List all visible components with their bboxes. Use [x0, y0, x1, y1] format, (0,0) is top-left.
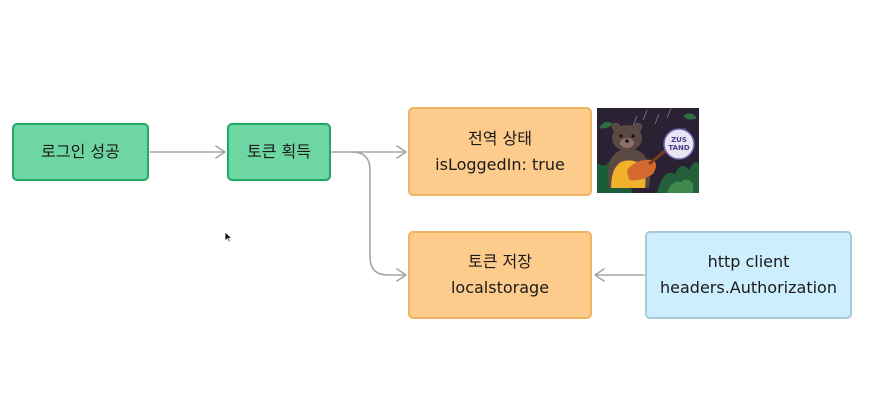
node-token-acquired: 토큰 획득: [227, 123, 331, 181]
arrowhead-storage-from-http: [594, 268, 605, 282]
node-token-storage-value: localstorage: [450, 278, 550, 297]
connector-token-to-storage: [351, 151, 406, 276]
node-global-state-value: isLoggedIn: true: [435, 154, 565, 174]
node-token-acquired-label: 토큰 획득: [247, 142, 311, 161]
zustand-bear-image: ZUS TAND: [597, 108, 699, 193]
arrowhead-storage: [396, 268, 407, 282]
node-http-client: http client headers.Authorization: [645, 231, 852, 319]
node-token-storage: 토큰 저장 localstorage: [408, 231, 592, 319]
svg-text:TAND: TAND: [668, 144, 690, 152]
node-global-state-title: 전역 상태: [468, 128, 532, 148]
node-login-success-label: 로그인 성공: [41, 142, 120, 161]
node-login-success: 로그인 성공: [12, 123, 149, 181]
arrowhead-token: [215, 145, 226, 159]
mouse-cursor-icon: [224, 231, 233, 243]
svg-text:ZUS: ZUS: [671, 136, 687, 144]
node-global-state: 전역 상태 isLoggedIn: true: [408, 107, 592, 196]
zustand-bear-logo-icon: ZUS TAND: [597, 108, 699, 193]
node-token-storage-title: 토큰 저장: [468, 252, 532, 271]
node-http-client-title: http client: [707, 252, 790, 271]
node-http-client-value: headers.Authorization: [660, 278, 837, 297]
arrowhead-global-state: [396, 145, 407, 159]
